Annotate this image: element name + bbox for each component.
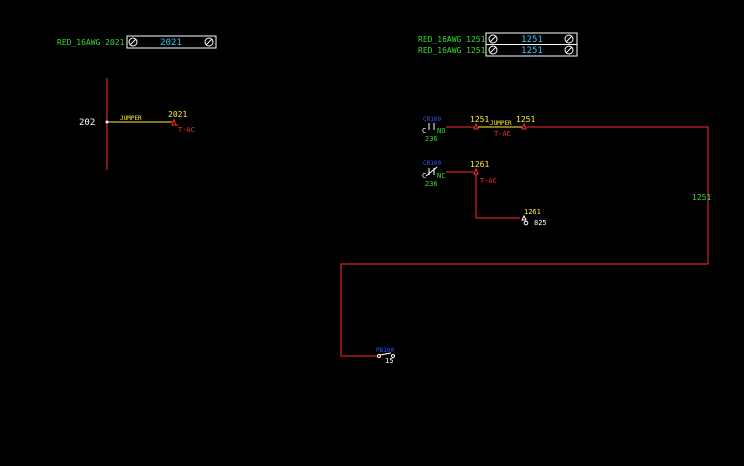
device-tag-bottom: PB100 [376, 347, 394, 354]
wire-1251-loop[interactable] [340, 126, 709, 357]
diameter-icon [488, 45, 498, 55]
jumper-label-left: JUMPER [120, 115, 142, 122]
device-tag-contact-1: CR100 [423, 116, 441, 123]
wire-table-tag-1251-a: RED_16AWG 1251 [418, 35, 486, 44]
connection-point [105, 120, 109, 124]
wire-table-number-1251-a: 1251 [521, 35, 543, 45]
wire-number-1251-right: 1251 [692, 193, 711, 202]
contact-1-type: NO [437, 127, 445, 135]
wire-table-tag-1251-b: RED_16AWG 1251 [418, 46, 486, 55]
normally-open-contact-icon[interactable] [428, 123, 435, 130]
terminal-icon[interactable] [473, 167, 479, 175]
terminal-825-icon[interactable] [521, 214, 529, 226]
wire-number-1261: 1261 [470, 160, 489, 169]
diameter-icon [564, 45, 574, 55]
node-label-202: 202 [79, 118, 95, 128]
contact-2-ref: 236 [425, 180, 438, 188]
jumper-label-right: JUMPER [490, 120, 512, 127]
wire-table-tag-2021: RED_16AWG 2021 [57, 38, 125, 47]
pushbutton-contact-icon[interactable] [377, 352, 395, 358]
terminal-label-contact-2: T-AC [480, 177, 497, 185]
wire-table-box-1251[interactable]: 1251 1251 [485, 32, 578, 57]
terminal-label-left: T-AC [178, 126, 195, 134]
diameter-icon [564, 34, 574, 44]
contact-1-ref: 236 [425, 135, 438, 143]
normally-closed-contact-icon[interactable] [425, 166, 438, 177]
wire-table-box-2021[interactable]: 2021 [126, 35, 217, 49]
terminal-label-contact-1: T-AC [494, 130, 511, 138]
contact-2-type: NC [437, 172, 445, 180]
wire-number-1251-a: 1251 [470, 115, 489, 124]
terminal-icon[interactable] [171, 118, 178, 126]
contact-1-common: C [422, 127, 426, 135]
terminal-icon[interactable] [473, 122, 479, 130]
wire-number-2021: 2021 [168, 110, 187, 119]
diameter-icon [488, 34, 498, 44]
contact-2-common: C [422, 172, 426, 180]
diameter-icon [128, 37, 138, 47]
wire-number-1251-b: 1251 [516, 115, 535, 124]
wire-number-1261-out: 1261 [524, 208, 541, 216]
terminal-icon[interactable] [521, 122, 527, 130]
bottom-device-pin: 15 [385, 357, 393, 365]
device-tag-contact-2: CR100 [423, 160, 441, 167]
terminal-825-label: 825 [534, 219, 547, 227]
wire-table-number-2021: 2021 [160, 38, 182, 48]
diameter-icon [204, 37, 214, 47]
wire-1261-down[interactable] [475, 174, 520, 219]
wire-table-number-1251-b: 1251 [521, 46, 543, 56]
